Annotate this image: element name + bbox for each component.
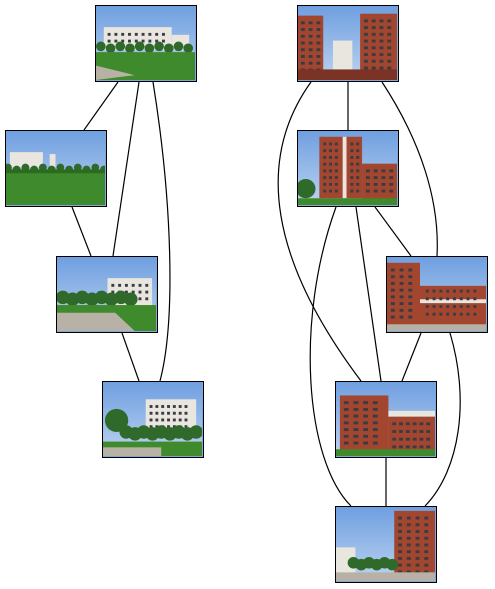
brick-building-photo-icon [298,131,397,205]
edge-l3-l4 [121,332,140,382]
brick-closeup-photo-icon [336,382,435,456]
edge-l1-l3 [112,81,140,257]
edge-r3-r4 [401,332,422,382]
edge-r1-r3 [381,81,438,257]
brick-towers-photo-icon [298,6,397,80]
edge-r2-r3 [374,206,412,257]
edge-r1-r4 [277,81,362,382]
edge-r3-r5 [424,332,461,507]
brick-wing-photo-icon [387,257,486,331]
brick-street-photo-icon [336,507,435,581]
image-node-r4 [335,381,437,458]
image-node-l4 [102,381,204,458]
image-node-l3 [56,256,158,333]
image-node-l2 [5,130,107,207]
image-node-r3 [386,256,488,333]
image-node-r2 [297,130,399,207]
edge-l1-l4 [152,81,171,382]
edge-l1-l2 [83,81,119,131]
image-node-r1 [297,5,399,82]
image-node-r5 [335,506,437,583]
edge-r2-r5 [309,206,352,507]
campus-path-photo-icon [57,257,156,331]
image-node-l1 [95,5,197,82]
campus-trees-photo-icon [103,382,202,456]
campus-field-photo-icon [6,131,105,205]
campus-lawn-photo-icon [96,6,195,80]
edge-r2-r4 [355,206,382,382]
edge-l2-l3 [71,206,92,257]
